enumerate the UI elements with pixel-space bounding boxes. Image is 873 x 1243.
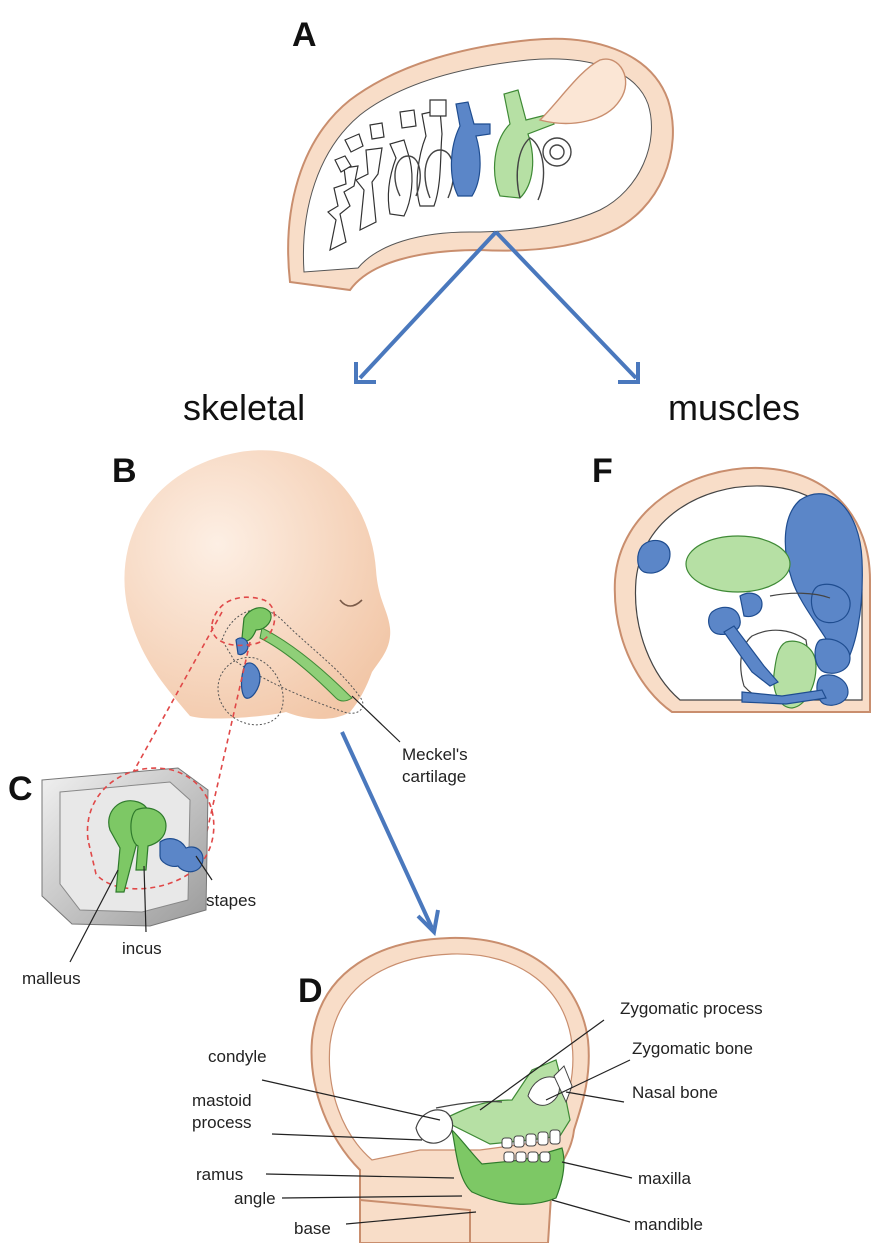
panel-letter-d: D [298, 972, 323, 1010]
label-condyle: condyle [208, 1047, 267, 1066]
label-angle: angle [234, 1189, 276, 1208]
panel-c-ossicles: C stapes malleus incus [8, 768, 256, 988]
heading-muscles: muscles [668, 387, 800, 428]
panel-d-skull: D Zygomatic process [192, 938, 763, 1243]
label-zygomatic-bone: Zygomatic bone [632, 1039, 753, 1058]
label-maxilla: maxilla [638, 1169, 691, 1188]
pharyngeal-blue-2 [740, 593, 762, 616]
panel-letter-a: A [292, 16, 317, 54]
meckels-leader [352, 696, 400, 742]
label-ramus: ramus [196, 1165, 243, 1184]
label-mastoid-2: process [192, 1113, 252, 1132]
heading-skeletal: skeletal [183, 387, 305, 428]
brain-green [686, 536, 790, 592]
otic-vesicle-inner [550, 145, 564, 159]
maxilla-leader [562, 1162, 632, 1178]
panel-letter-f: F [592, 452, 613, 490]
label-meckels-2: cartilage [402, 767, 466, 786]
label-mandible: mandible [634, 1215, 703, 1234]
panel-f-muscles-head: F [592, 452, 870, 712]
label-stapes: stapes [206, 891, 256, 910]
panel-letter-b: B [112, 452, 137, 490]
label-nasal-bone: Nasal bone [632, 1083, 718, 1102]
mandible-leader [552, 1200, 630, 1222]
panel-letter-c: C [8, 770, 33, 808]
label-malleus: malleus [22, 969, 81, 988]
label-meckels-1: Meckel's [402, 745, 468, 764]
panel-b-fetal-head: B Meckel's cartilage [112, 450, 468, 786]
label-zygomatic-process: Zygomatic process [620, 999, 763, 1018]
styloid-blue [236, 638, 248, 655]
label-mastoid-1: mastoid [192, 1091, 252, 1110]
label-incus: incus [122, 939, 162, 958]
label-base: base [294, 1219, 331, 1238]
